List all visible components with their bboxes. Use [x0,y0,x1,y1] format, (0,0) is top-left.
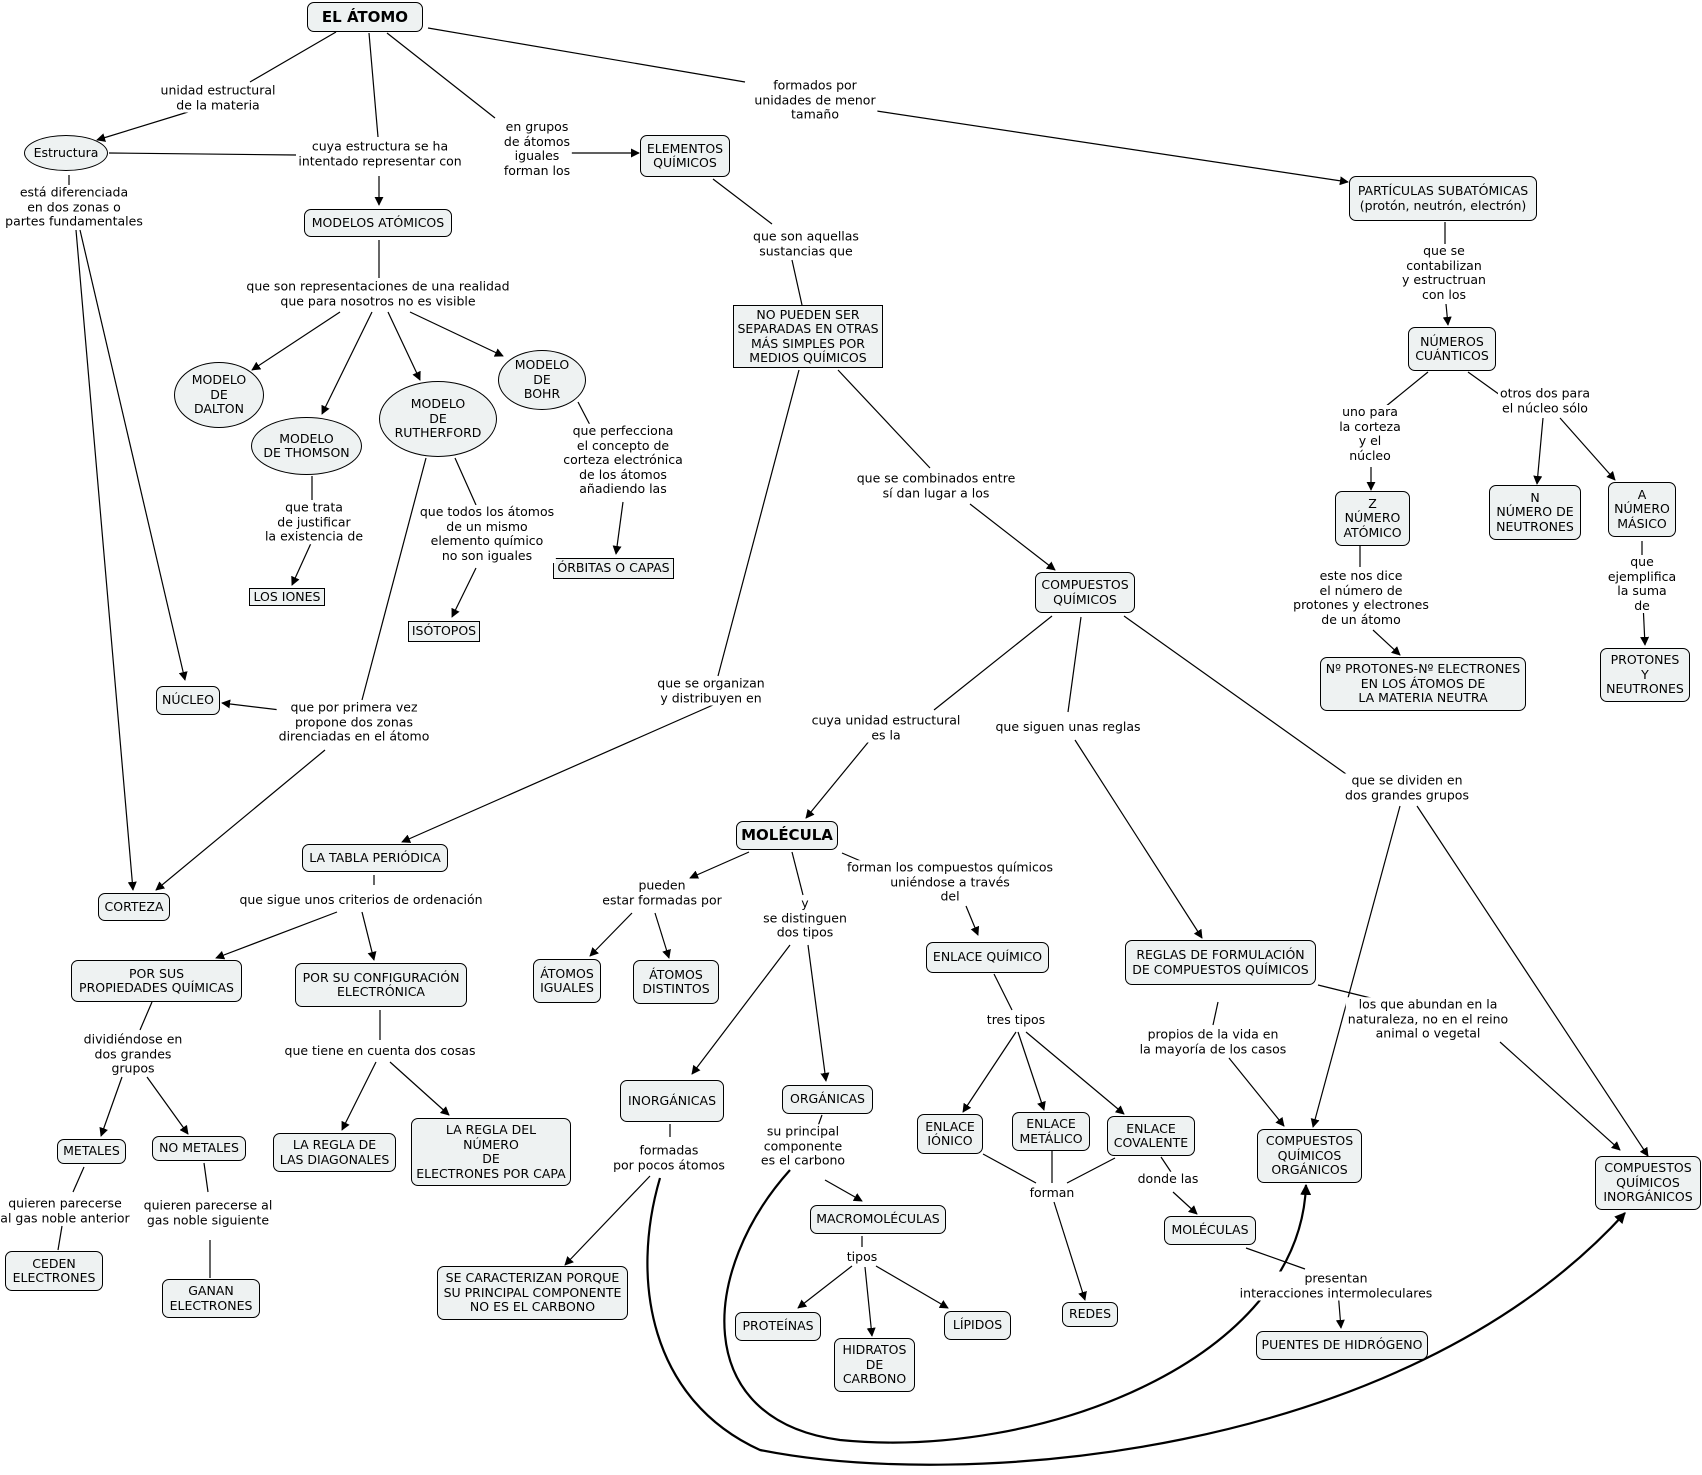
node-hidratos-de-carbono[interactable]: HIDRATOS DE CARBONO [834,1338,915,1392]
node-enlace-covalente[interactable]: ENLACE COVALENTE [1107,1116,1195,1156]
link-label-propios-de-la-vida: propios de la vida en la mayoría de los … [1137,1026,1289,1057]
node-isotopos[interactable]: ISÓTOPOS [408,621,480,642]
node-moleculas[interactable]: MOLÉCULAS [1164,1216,1256,1245]
node-no-pueden-ser-separadas[interactable]: NO PUEDEN SER SEPARADAS EN OTRAS MÁS SIM… [733,305,883,368]
link-label-abundan: los que abundan en la naturaleza, no en … [1345,996,1511,1041]
link-label-pocos-atomos: formadas por pocos átomos [611,1142,727,1173]
node-enlace-ionico[interactable]: ENLACE IÓNICO [917,1114,983,1154]
node-numeros-cuanticos[interactable]: NÚMEROS CUÁNTICOS [1408,327,1496,371]
node-modelo-bohr[interactable]: MODELO DE BOHR [498,350,586,410]
node-compuestos-quimicos[interactable]: COMPUESTOS QUÍMICOS [1035,572,1135,613]
link-label-formados-por: formados por unidades de menor tamaño [752,77,878,122]
node-enlace-quimico[interactable]: ENLACE QUÍMICO [926,942,1049,973]
node-modelos-atomicos[interactable]: MODELOS ATÓMICOS [304,209,452,237]
link-label-forman: forman [1027,1184,1077,1201]
link-label-primera-vez: que por primera vez propone dos zonas di… [276,699,432,744]
link-label-siguen-reglas: que siguen unas reglas [993,718,1143,735]
link-label-presentan: presentan interacciones intermoleculares [1237,1270,1435,1301]
node-atomos-iguales[interactable]: ÁTOMOS IGUALES [533,959,601,1003]
link-label-principal-componente: su principal componente es el carbono [758,1123,848,1168]
link-label-otros-dos: otros dos para el núcleo sólo [1497,385,1593,416]
link-label-dos-cosas: que tiene en cuenta dos cosas [282,1042,478,1059]
node-protones-y-neutrones[interactable]: PROTONES Y NEUTRONES [1600,648,1690,702]
link-label-uno-para-corteza: uno para la corteza y el núcleo [1337,404,1403,463]
link-label-donde-las: donde las [1135,1170,1201,1187]
node-modelo-thomson[interactable]: MODELO DE THOMSON [251,417,362,475]
link-label-representaciones: que son representaciones de una realidad… [244,278,512,309]
node-n-numero-de-neutrones[interactable]: N NÚMERO DE NEUTRONES [1489,485,1581,540]
node-organicas[interactable]: ORGÁNICAS [782,1085,873,1114]
link-label-tres-tipos: tres tipos [984,1011,1048,1028]
node-orbitas-o-capas[interactable]: ÓRBITAS O CAPAS [553,558,674,579]
node-no-metales[interactable]: NO METALES [152,1136,246,1161]
node-el-atomo[interactable]: EL ÁTOMO [307,2,423,32]
link-label-aquellas-sustancias: que son aquellas sustancias que [751,228,861,259]
link-label-pueden: pueden estar formadas por [600,877,724,908]
node-molecula[interactable]: MOLÉCULA [736,821,838,850]
node-regla-del-numero[interactable]: LA REGLA DEL NÚMERO DE ELECTRONES POR CA… [411,1118,571,1186]
node-atomos-distintos[interactable]: ÁTOMOS DISTINTOS [633,960,719,1004]
node-los-iones[interactable]: LOS IONES [249,588,325,606]
link-label-se-distinguen: y se distinguen dos tipos [761,895,849,940]
node-particulas-subatomicas[interactable]: PARTÍCULAS SUBATÓMICAS (protón, neutrón,… [1349,176,1537,221]
node-compuestos-organicos[interactable]: COMPUESTOS QUÍMICOS ORGÁNICOS [1257,1129,1362,1183]
node-por-propiedades-quimicas[interactable]: POR SUS PROPIEDADES QUÍMICAS [71,960,242,1002]
node-elementos-quimicos[interactable]: ELEMENTOS QUÍMICOS [640,135,730,177]
node-corteza[interactable]: CORTEZA [98,893,170,921]
node-estructura[interactable]: Estructura [24,135,108,171]
link-label-tipos: tipos [844,1248,880,1265]
link-label-nos-dice: este nos dice el número de protones y el… [1291,568,1431,627]
link-label-gas-noble-anterior: quieren parecerse al gas noble anterior [0,1195,132,1226]
node-reglas-de-formulacion[interactable]: REGLAS DE FORMULACIÓN DE COMPUESTOS QUÍM… [1125,940,1316,985]
node-ceden-electrones[interactable]: CEDEN ELECTRONES [5,1251,103,1291]
link-label-organizan: que se organizan y distribuyen en [655,675,767,706]
node-tabla-periodica[interactable]: LA TABLA PERIÓDICA [302,844,448,872]
link-label-gas-noble-siguiente: quieren parecerse al gas noble siguiente [141,1197,275,1228]
link-label-en-grupos: en grupos de átomos iguales forman los [501,119,573,178]
node-por-configuracion-electronica[interactable]: POR SU CONFIGURACIÓN ELECTRÓNICA [295,963,467,1007]
link-label-dividiendose: dividiéndose en dos grandes grupos [81,1031,185,1076]
link-label-cuya-estructura: cuya estructura se ha intentado represen… [296,138,464,169]
node-protones-menos-electrones[interactable]: Nº PROTONES-Nº ELECTRONES EN LOS ÁTOMOS … [1320,657,1526,711]
link-label-contabilizan: que se contabilizan y estructruan con lo… [1400,243,1488,302]
link-label-ejemplifica: que ejemplifica la suma de [1605,554,1679,613]
link-label-justificar: que trata de justificar la existencia de [262,499,366,544]
node-nucleo[interactable]: NÚCLEO [156,686,220,715]
node-metales[interactable]: METALES [57,1139,126,1164]
node-enlace-metalico[interactable]: ENLACE METÁLICO [1012,1112,1090,1151]
node-inorganicas[interactable]: INORGÁNICAS [620,1080,724,1122]
node-se-caracterizan[interactable]: SE CARACTERIZAN PORQUE SU PRINCIPAL COMP… [437,1266,628,1320]
link-label-unidad-estructural-es: cuya unidad estructural es la [809,712,963,743]
link-label-unidad-estructural: unidad estructural de la materia [158,82,278,113]
link-label-combinados: que se combinados entre sí dan lugar a l… [854,470,1018,501]
link-label-perfecciona: que perfecciona el concepto de corteza e… [561,422,685,497]
node-regla-de-las-diagonales[interactable]: LA REGLA DE LAS DIAGONALES [273,1133,396,1172]
node-modelo-rutherford[interactable]: MODELO DE RUTHERFORD [379,381,497,457]
link-label-todos-los-atomos: que todos los átomos de un mismo element… [417,504,557,563]
node-modelo-dalton[interactable]: MODELO DE DALTON [174,362,264,428]
node-redes[interactable]: REDES [1062,1302,1118,1327]
node-z-numero-atomico[interactable]: Z NÚMERO ATÓMICO [1335,491,1410,546]
link-label-esta-diferenciada: está diferenciada en dos zonas o partes … [3,184,145,229]
node-macromoleculas[interactable]: MACROMOLÉCULAS [810,1205,946,1234]
node-a-numero-masico[interactable]: A NÚMERO MÁSICO [1608,482,1676,537]
node-proteinas[interactable]: PROTEÍNAS [735,1312,821,1341]
node-puentes-de-hidrogeno[interactable]: PUENTES DE HIDRÓGENO [1256,1331,1428,1360]
link-label-criterios: que sigue unos criterios de ordenación [237,891,485,908]
link-label-forman-compuestos: forman los compuestos químicos uniéndose… [844,859,1056,904]
link-label-se-dividen: que se dividen en dos grandes grupos [1343,772,1471,803]
node-ganan-electrones[interactable]: GANAN ELECTRONES [162,1279,260,1318]
node-compuestos-inorganicos[interactable]: COMPUESTOS QUÍMICOS INORGÁNICOS [1595,1156,1701,1210]
node-lipidos[interactable]: LÍPIDOS [944,1311,1011,1340]
